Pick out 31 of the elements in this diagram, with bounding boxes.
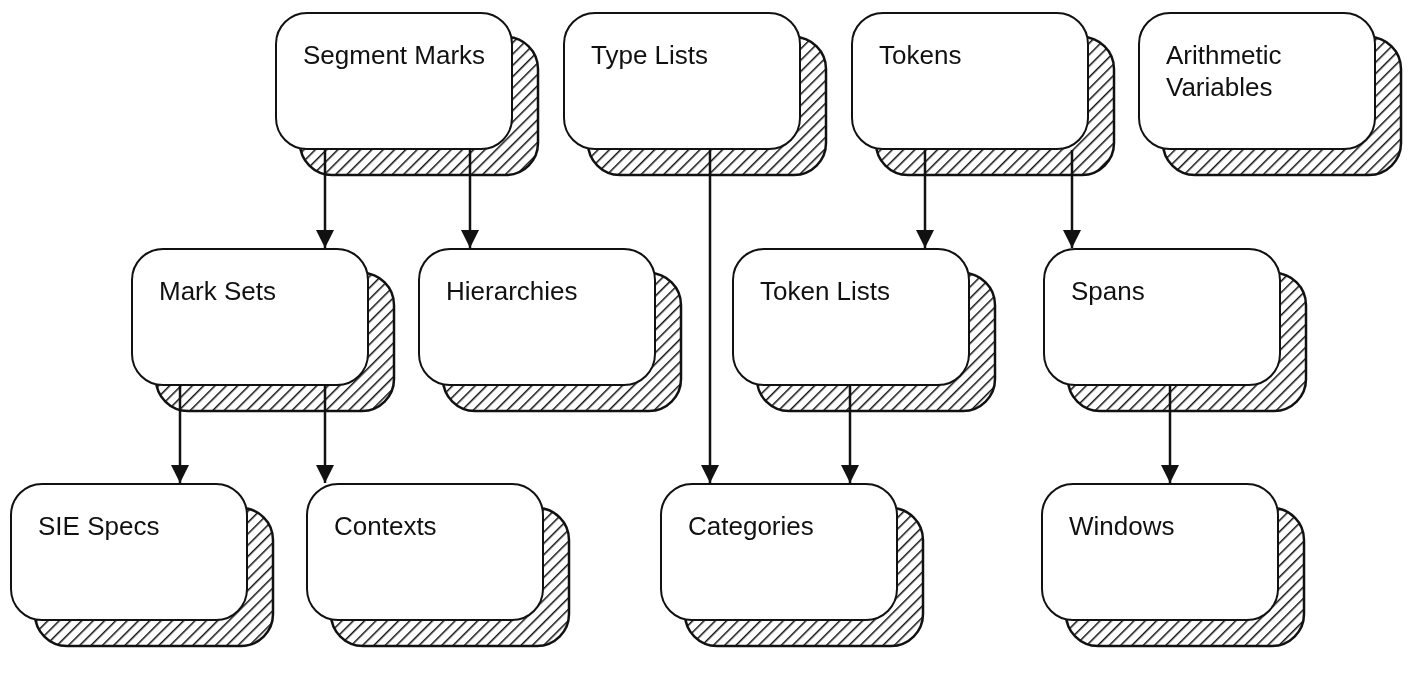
box-label: Tokens (879, 40, 962, 72)
box-label: Hierarchies (446, 276, 578, 308)
rounded-box (732, 248, 970, 386)
arrow (701, 150, 719, 483)
arrow (316, 386, 334, 483)
box-label: Windows (1069, 511, 1175, 543)
rounded-box (1138, 12, 1376, 150)
rounded-box (563, 12, 801, 150)
rounded-box (275, 12, 513, 150)
arrow (171, 386, 189, 483)
rounded-box (10, 483, 248, 621)
arrow (916, 150, 934, 248)
arrow (841, 386, 859, 483)
rounded-box (851, 12, 1089, 150)
arrow (316, 150, 334, 248)
box-label: Categories (688, 511, 814, 543)
rounded-box (660, 483, 898, 621)
rounded-box (418, 248, 656, 386)
rounded-box (131, 248, 369, 386)
rounded-box (1041, 483, 1279, 621)
rounded-box (306, 483, 544, 621)
box-label: Mark Sets (159, 276, 277, 308)
box-label: Arithmetic Variables (1166, 40, 1283, 104)
box-label: SIE Specs (38, 511, 160, 543)
arrow (1063, 150, 1081, 248)
box-label: Type Lists (591, 40, 709, 72)
box-label: Segment Marks (303, 40, 486, 72)
rounded-box (1043, 248, 1281, 386)
box-label: Token Lists (760, 276, 891, 308)
box-label: Spans (1071, 276, 1145, 308)
box-label: Contexts (334, 511, 437, 543)
